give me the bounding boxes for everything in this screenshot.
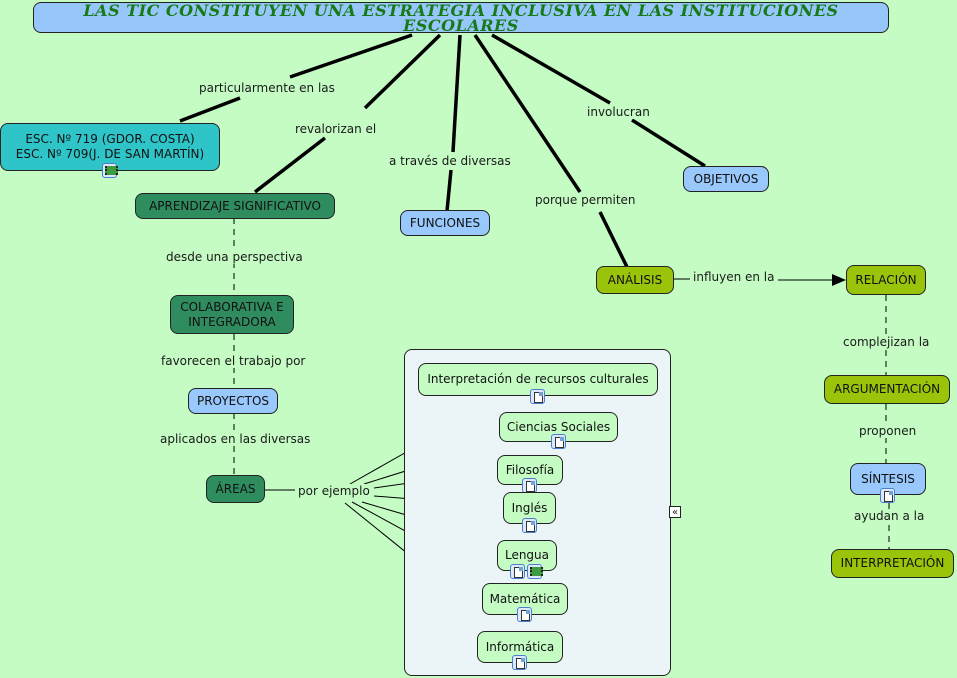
- link-label-aplicados: aplicados en las diversas: [158, 432, 313, 446]
- link-title-particularmente: [289, 33, 413, 79]
- link-label-desde: desde una perspectiva: [164, 250, 305, 264]
- document-icon[interactable]: [530, 389, 545, 404]
- link-label-a-traves: a través de diversas: [387, 154, 513, 168]
- link-title-revalorizan: [363, 33, 442, 110]
- link-label-complejizan: complejizan la: [841, 335, 932, 349]
- concept-interpretacion[interactable]: INTERPRETACIÓN: [831, 549, 954, 578]
- document-icon[interactable]: [880, 488, 895, 503]
- film-icon[interactable]: [527, 564, 543, 579]
- concept-objetivos[interactable]: OBJETIVOS: [683, 166, 769, 192]
- link-involucran-objetivos: [631, 118, 706, 168]
- concept-areas[interactable]: ÁREAS: [206, 475, 265, 503]
- link-label-ayudan: ayudan a la: [852, 509, 927, 523]
- document-icon[interactable]: [522, 478, 537, 493]
- link-label-porque: porque permiten: [533, 193, 638, 207]
- link-label-por-ejemplo: por ejemplo: [296, 484, 372, 498]
- link-label-proponen: proponen: [857, 424, 919, 438]
- link-label-involucran: involucran: [585, 105, 652, 119]
- concept-funciones[interactable]: FUNCIONES: [400, 210, 490, 236]
- escuelas-line-2: ESC. Nº 709(J. DE SAN MARTÍN): [15, 147, 205, 161]
- link-title-atraves: [451, 34, 462, 153]
- link-label-particularmente: particularmente en las: [197, 81, 337, 95]
- area-interpretacion-recursos[interactable]: Interpretación de recursos culturales: [418, 363, 658, 396]
- link-label-favorecen: favorecen el trabajo por: [159, 354, 308, 368]
- main-concept-title[interactable]: LAS TIC CONSTITUYEN UNA ESTRATEGIA INCLU…: [33, 2, 889, 33]
- concept-argumentacion[interactable]: ARGUMENTACIÓN: [824, 375, 950, 404]
- link-porque-analisis: [598, 211, 629, 268]
- link-particularmente-escuelas: [179, 96, 241, 123]
- film-icon[interactable]: [102, 163, 118, 178]
- link-title-involucran: [491, 33, 611, 105]
- document-icon[interactable]: [512, 655, 527, 670]
- colaborativa-line-1: COLABORATIVA E: [180, 299, 284, 314]
- link-title-porque: [473, 34, 582, 193]
- link-label-influyen: influyen en la: [691, 270, 777, 284]
- document-icon[interactable]: [510, 564, 525, 579]
- document-icon[interactable]: [551, 434, 566, 449]
- colaborativa-line-2: INTEGRADORA: [188, 314, 276, 329]
- concept-relacion[interactable]: RELACIÓN: [846, 265, 926, 295]
- link-atraves-funciones: [445, 169, 453, 212]
- link-revalorizan-aprendizaje: [253, 136, 327, 194]
- collapse-panel-button[interactable]: «: [669, 506, 681, 518]
- concept-analisis[interactable]: ANÁLISIS: [596, 266, 674, 294]
- concept-proyectos[interactable]: PROYECTOS: [188, 388, 278, 414]
- concept-aprendizaje-significativo[interactable]: APRENDIZAJE SIGNIFICATIVO: [135, 193, 335, 219]
- concept-colaborativa[interactable]: COLABORATIVA E INTEGRADORA: [170, 295, 294, 334]
- escuelas-line-1: ESC. Nº 719 (GDOR. COSTA): [25, 132, 195, 146]
- link-label-revalorizan: revalorizan el: [293, 122, 379, 136]
- document-icon[interactable]: [517, 607, 532, 622]
- document-icon[interactable]: [522, 518, 537, 533]
